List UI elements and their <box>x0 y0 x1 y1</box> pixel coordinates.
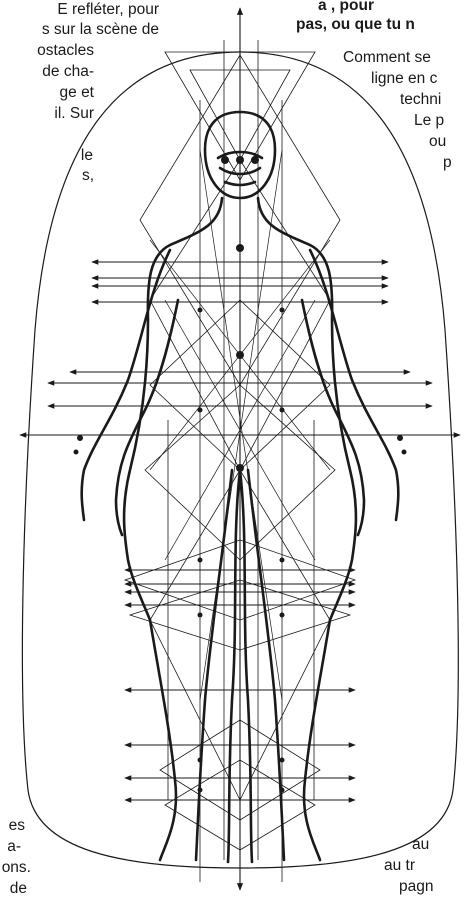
energy-point <box>251 156 259 164</box>
energy-point <box>221 156 229 164</box>
energy-point <box>236 244 244 252</box>
energy-point <box>198 408 203 413</box>
body-line <box>196 470 232 860</box>
energy-point <box>397 435 403 441</box>
energy-point <box>236 464 244 472</box>
energy-point <box>236 351 244 359</box>
energy-point <box>280 788 285 793</box>
body-line <box>228 470 240 862</box>
body-line <box>150 620 176 860</box>
energy-point <box>280 558 285 563</box>
body-line <box>304 620 330 860</box>
energy-point <box>198 788 203 793</box>
body-line <box>248 470 284 860</box>
body-line <box>240 470 252 862</box>
energy-point <box>236 156 244 164</box>
geometry-lines <box>125 8 355 890</box>
energy-point <box>198 308 203 313</box>
energy-point <box>402 450 407 455</box>
energy-point <box>280 758 285 763</box>
energy-point <box>280 408 285 413</box>
energy-point <box>198 558 203 563</box>
energy-point <box>198 613 203 618</box>
energy-point <box>77 435 83 441</box>
energy-point <box>280 308 285 313</box>
energy-point <box>198 758 203 763</box>
energy-point <box>74 450 79 455</box>
energy-point <box>280 613 285 618</box>
